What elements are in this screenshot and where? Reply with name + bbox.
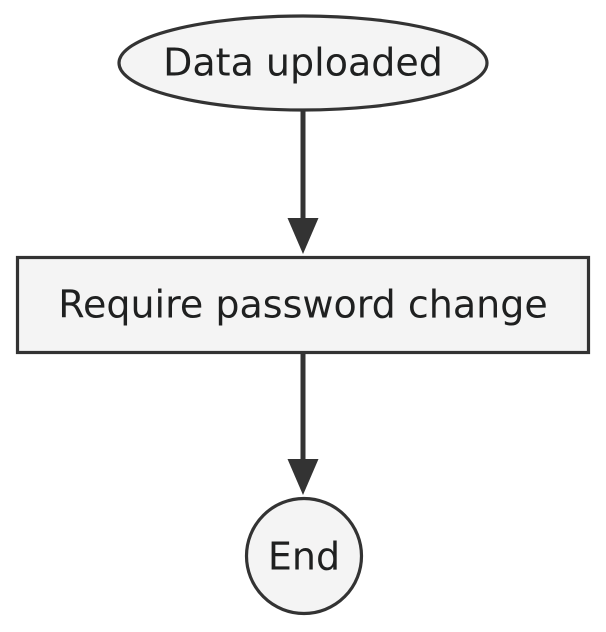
node-label-end: End xyxy=(268,535,340,579)
node-label-require-password-change: Require password change xyxy=(58,283,547,327)
edge-data-uploaded-to-require-password-change xyxy=(287,111,319,254)
arrowhead-down-icon-1 xyxy=(287,218,319,254)
node-label-data-uploaded: Data uploaded xyxy=(163,41,443,85)
node-data-uploaded[interactable]: Data uploaded xyxy=(117,14,489,112)
node-shape-circle[interactable] xyxy=(244,496,364,616)
node-shape-ellipse[interactable] xyxy=(117,14,489,112)
arrowhead-down-icon-2 xyxy=(287,459,319,495)
node-end[interactable]: End xyxy=(244,496,364,616)
node-shape-rectangle[interactable] xyxy=(15,255,591,355)
edge-require-password-change-to-end xyxy=(287,354,319,495)
node-require-password-change[interactable]: Require password change xyxy=(15,255,591,355)
